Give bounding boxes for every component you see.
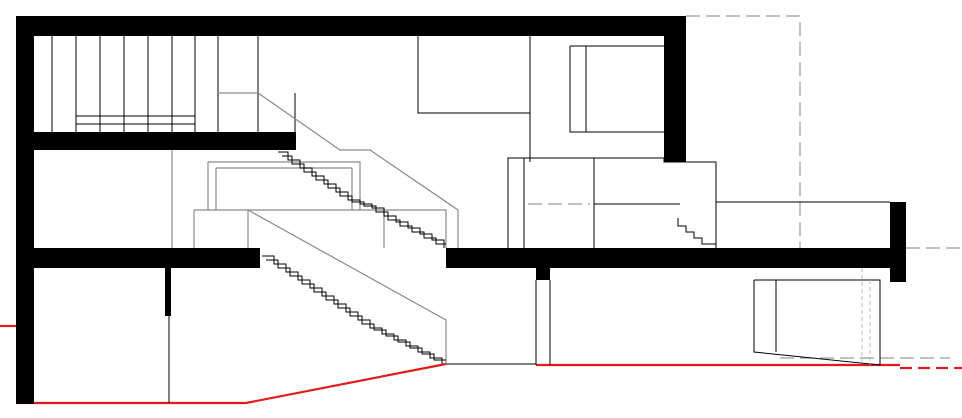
- lower-floor-group: [168, 268, 881, 403]
- ground-floor-slab-left: [16, 248, 260, 268]
- wardrobe-panels: [51, 36, 196, 132]
- kitchen-unit: [507, 157, 890, 248]
- ground-floor-slab-right: [446, 248, 906, 268]
- stairs-group: [247, 151, 447, 364]
- terrace-glazing: [861, 268, 871, 365]
- roof-slab: [16, 16, 686, 36]
- upper-floor-slab: [16, 132, 296, 150]
- lower-column-right: [535, 280, 551, 365]
- dashed-roof-outline: [686, 15, 801, 248]
- lower-column-mid: [536, 266, 550, 280]
- stair-lower-flight: [262, 255, 443, 364]
- stair-lower-flight-inner: [266, 259, 446, 361]
- kitchen-steps: [677, 218, 716, 245]
- upper-room-box: [417, 36, 531, 162]
- ground-bench: [193, 209, 447, 248]
- structure-group: [16, 16, 906, 404]
- upper-partition: [217, 36, 259, 132]
- ground-furniture-box: [207, 161, 361, 210]
- ground-line-ramp: [16, 362, 447, 405]
- terrace-screen: [753, 279, 881, 366]
- slab-tab: [852, 260, 862, 268]
- lower-column-left: [165, 266, 171, 316]
- stair-lower-stringer: [247, 209, 447, 364]
- stair-stringer-upper: [218, 92, 459, 248]
- wardrobe-base: [76, 115, 195, 125]
- upper-window: [569, 45, 664, 133]
- ground-line-group: [0, 324, 962, 405]
- left-wall: [16, 16, 34, 404]
- stair-upper-flight: [278, 151, 445, 248]
- right-upper-wall: [664, 16, 686, 162]
- stair-upper-flight-inner: [282, 155, 446, 245]
- right-end-wall: [890, 202, 906, 282]
- dashed-outline-group: [528, 15, 962, 359]
- ground-floor-group: [171, 92, 890, 248]
